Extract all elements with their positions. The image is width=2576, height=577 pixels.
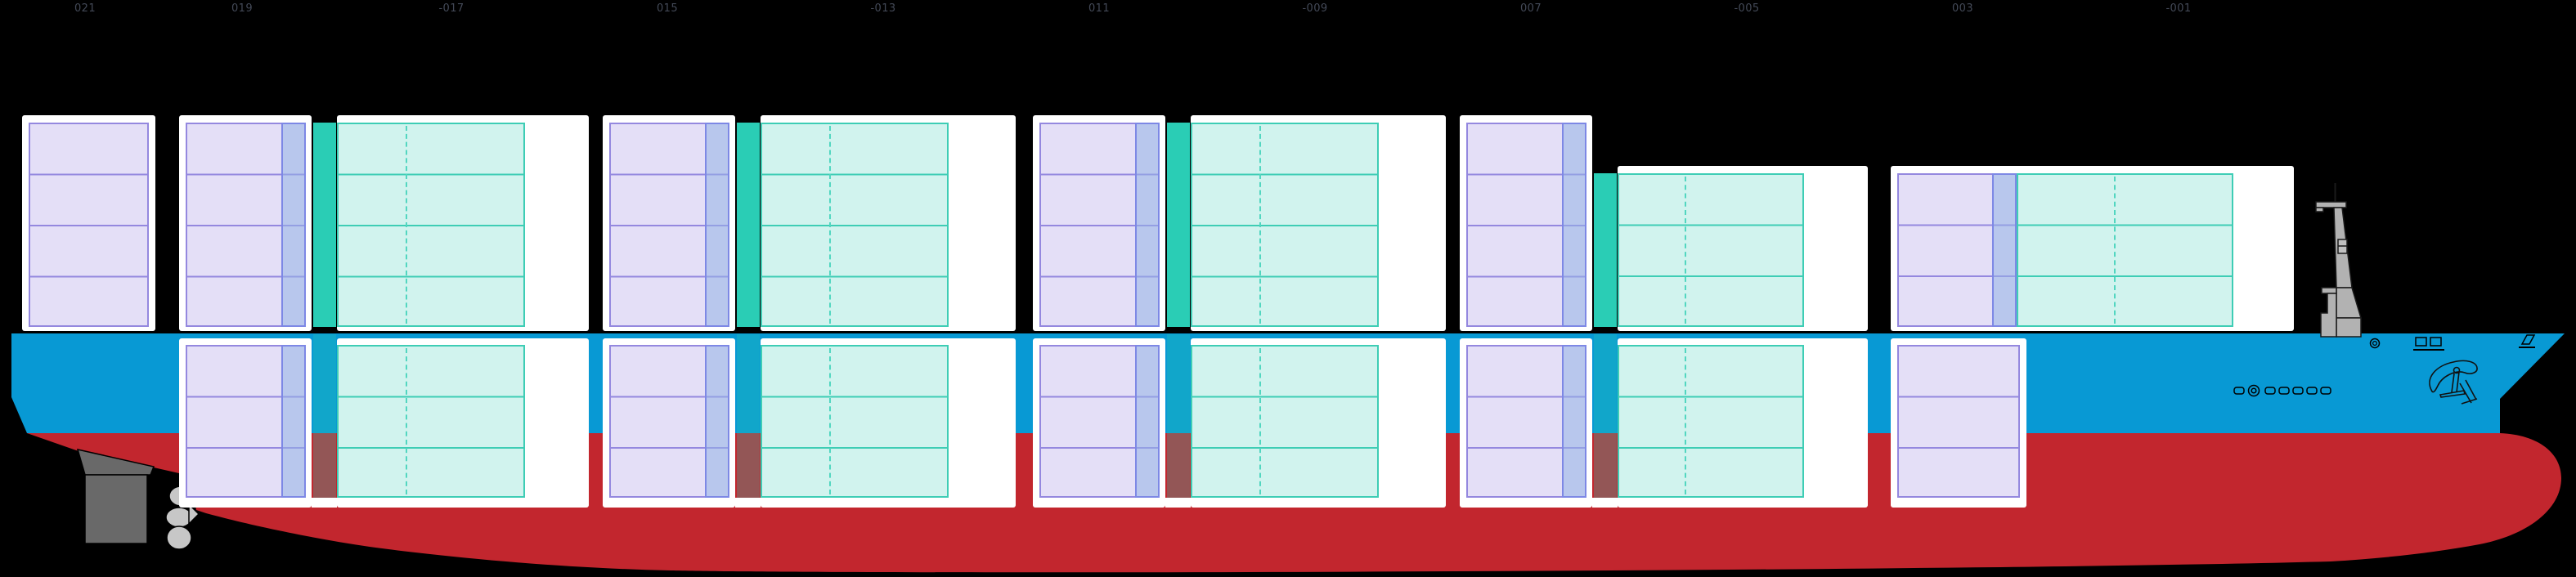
hatch-mark	[2415, 337, 2427, 347]
bay-cells[interactable]	[761, 345, 949, 498]
deck-bay-box-013[interactable]	[761, 115, 1016, 331]
bay-label-005: -005	[1734, 2, 1760, 15]
hold-bay-box-009[interactable]	[1191, 338, 1446, 508]
hold-bulkhead-bar	[1594, 334, 1617, 498]
deck-bay-box-021[interactable]	[22, 115, 155, 331]
forty-foot-split-line	[2114, 177, 2116, 324]
bay-label-009: -009	[1302, 2, 1328, 15]
hold-bay-box-007[interactable]	[1460, 338, 1592, 508]
stack-highlight-overlay	[705, 345, 729, 498]
bay-label-001: -001	[2165, 2, 2192, 15]
deck-bay-box-015[interactable]	[603, 115, 735, 331]
bay-label-011: 011	[1088, 2, 1111, 15]
deck-bulkhead-bar	[737, 123, 760, 327]
bow-thruster-mark	[2247, 384, 2260, 397]
bay-label-007: 007	[1519, 2, 1542, 15]
deck-bay-box-005[interactable]	[1618, 166, 1868, 331]
rudder	[76, 448, 155, 544]
hold-bay-box-017[interactable]	[337, 338, 589, 508]
anchor-marking	[2429, 360, 2478, 405]
stack-highlight-overlay	[1562, 123, 1586, 327]
hold-bulkhead-bar	[313, 334, 336, 498]
hold-box-connector	[312, 498, 337, 508]
hold-bulkhead-bar	[1167, 334, 1190, 498]
stack-highlight-overlay	[1135, 345, 1160, 498]
forty-foot-split-line	[406, 348, 407, 494]
bay-cells[interactable]	[1618, 345, 1804, 498]
hold-bulkhead-bar	[737, 334, 760, 498]
bow-chock	[2520, 334, 2536, 345]
hold-box-connector	[1592, 498, 1618, 508]
hold-box-connector	[1165, 498, 1191, 508]
deck-bay-box-019[interactable]	[179, 115, 312, 331]
draft-dash-marks	[2233, 384, 2331, 397]
foremast	[2315, 183, 2363, 338]
stack-highlight-overlay	[1562, 345, 1586, 498]
stack-highlight-overlay	[281, 123, 306, 327]
hold-bay-box-019[interactable]	[179, 338, 312, 508]
bay-cells[interactable]	[337, 345, 525, 498]
stack-highlight-overlay	[705, 123, 729, 327]
bay-label-019: 019	[231, 2, 254, 15]
hold-bay-box-003[interactable]	[1891, 338, 2026, 508]
deck-bay-box-007[interactable]	[1460, 115, 1592, 331]
hold-bay-box-015[interactable]	[603, 338, 735, 508]
bay-cells[interactable]	[29, 123, 149, 327]
bay-cells[interactable]	[337, 123, 525, 327]
bay-cells[interactable]	[1897, 345, 2020, 498]
bay-label-015: 015	[656, 2, 679, 15]
deck-bay-box-003-001[interactable]	[1891, 166, 2294, 331]
forty-foot-split-line	[406, 126, 407, 324]
bay-cells[interactable]	[761, 123, 949, 327]
forty-foot-split-line	[829, 126, 831, 324]
stack-highlight-overlay	[1135, 123, 1160, 327]
hold-bay-box-005[interactable]	[1618, 338, 1868, 508]
stack-highlight-overlay	[281, 345, 306, 498]
deck-bay-box-009[interactable]	[1191, 115, 1446, 331]
deck-bulkhead-bar	[1167, 123, 1190, 327]
deck-bulkhead-bar	[1594, 173, 1617, 327]
forty-foot-split-line	[1259, 348, 1261, 494]
hold-bay-box-013[interactable]	[761, 338, 1016, 508]
bay-cells[interactable]	[2017, 173, 2233, 327]
bay-cells[interactable]	[1618, 173, 1804, 327]
deck-bay-box-011[interactable]	[1033, 115, 1165, 331]
mooring-chock	[2369, 338, 2381, 349]
bay-label-021: 021	[74, 2, 96, 15]
forty-foot-split-line	[1685, 177, 1686, 324]
bay-cells[interactable]	[1191, 123, 1379, 327]
forty-foot-split-line	[1685, 348, 1686, 494]
bay-cells[interactable]	[1191, 345, 1379, 498]
deck-bulkhead-bar	[313, 123, 336, 327]
bay-label-003: 003	[1951, 2, 1974, 15]
hatch-mark	[2430, 337, 2442, 347]
stack-highlight-overlay	[1992, 173, 2017, 327]
bay-label-017: -017	[438, 2, 464, 15]
hold-box-connector	[735, 498, 761, 508]
bay-label-013: -013	[870, 2, 896, 15]
deck-fittings	[2369, 334, 2536, 351]
deck-bay-box-017[interactable]	[337, 115, 589, 331]
forty-foot-split-line	[1259, 126, 1261, 324]
forty-foot-split-line	[829, 348, 831, 494]
hold-bay-box-011[interactable]	[1033, 338, 1165, 508]
